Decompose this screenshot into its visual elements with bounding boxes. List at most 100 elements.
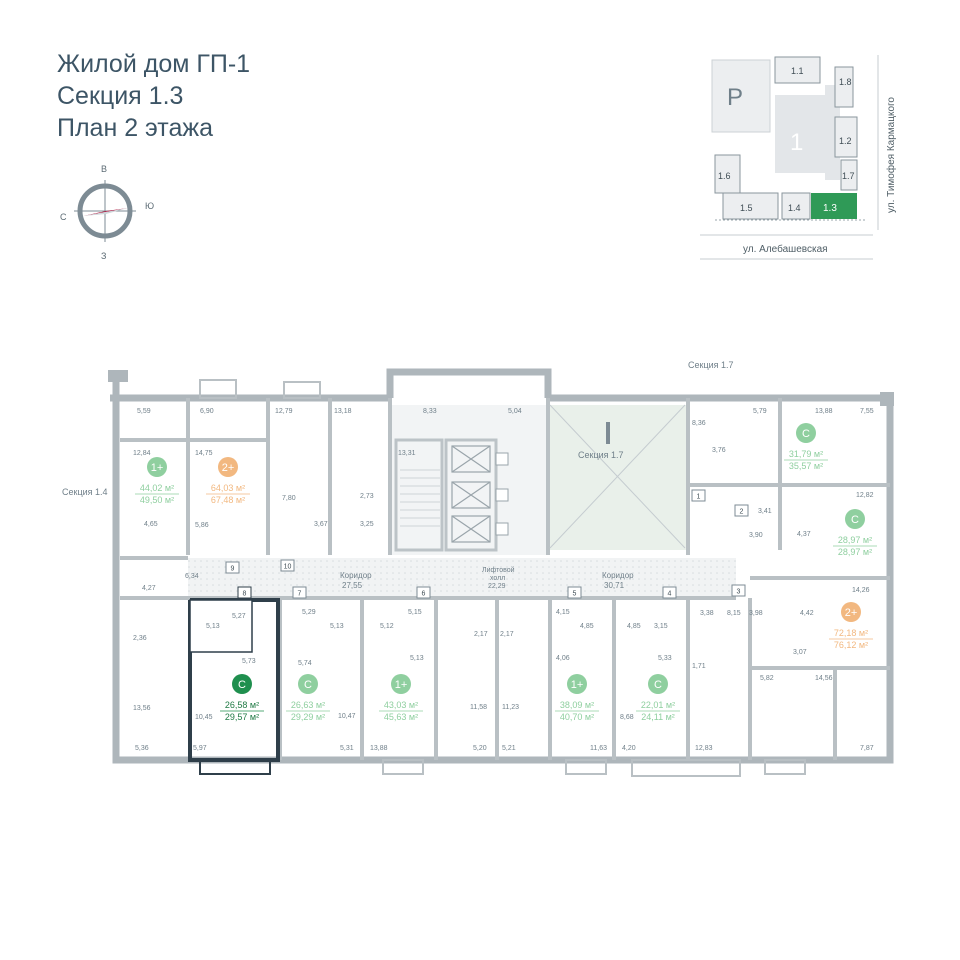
room-area-label: 5,59 [137,408,151,415]
apartment-type-circle [218,457,238,477]
door-number: 6 [422,591,426,598]
room-area-label: 11,63 [590,745,607,752]
apartment-badge[interactable]: С 22,01 м² 24,11 м² [636,674,680,722]
door-number-box [662,586,677,599]
compass-west: С [60,212,67,222]
door-number-box [237,586,252,599]
room-area-label: 14,26 [852,587,870,594]
room-area-label: 13,88 [815,408,833,415]
apartment-type-circle [567,674,587,694]
street-right: ул. Тимофея Кармацкого [885,97,897,213]
apartment-total-area: 24,11 м² [641,712,675,722]
room-area-label: 2,36 [133,635,147,642]
room-area-label: 5,12 [380,623,394,630]
site-section-label: 1.7 [842,171,855,181]
room-area-label: 5,13 [206,623,220,630]
room-area-label: 14,56 [815,675,833,682]
room-area-label: 4,06 [556,655,570,662]
room-area-label: 5,13 [410,655,424,662]
apartment-type-circle [841,602,861,622]
room-area-label: 3,07 [793,649,807,656]
site-section-label: 1.2 [839,136,852,146]
apartment-living-area: 22,01 м² [641,700,675,710]
apartment-type-circle [648,674,668,694]
room-area-label: 5,04 [508,408,522,415]
room-area-label: 5,97 [193,745,207,752]
room-area-label: 3,41 [758,508,772,515]
room-area-label: 10,47 [338,713,356,720]
room-area-label: 2,17 [500,631,514,638]
room-area-label: 12,83 [695,745,713,752]
apartment-total-area: 29,29 м² [291,712,325,722]
building-title: Жилой дом ГП-1 [57,50,251,78]
compass-north: В [101,164,107,174]
highlighted-section[interactable] [811,193,857,219]
floor-title: План 2 этажа [57,114,213,142]
lift-hall-area: 22,29 [488,583,506,590]
apartment-type: 1+ [571,679,584,691]
room-area-label: 3,90 [749,532,763,539]
room-area-label: 5,79 [753,408,767,415]
section-label-left: Секция 1.4 [62,487,108,497]
room-area-label: 11,23 [502,704,519,711]
door-number-box [734,504,749,517]
room-area-label: 5,13 [330,623,344,630]
apartment-total-area: 35,57 м² [789,461,823,471]
elevator-icon [451,445,491,543]
room-area-label: 4,20 [622,745,636,752]
door-number: 7 [298,591,302,598]
door-number: 2 [740,509,744,516]
door-number: 3 [737,589,741,596]
door-number: 8 [243,591,247,598]
apartment-type-circle [232,674,252,694]
room-area-label: 7,87 [860,745,874,752]
room-area-label: 2,73 [360,493,374,500]
apartment-type: С [654,679,662,691]
apartment-living-area: 28,97 м² [838,535,872,545]
door-number-box [416,586,431,599]
room-area-label: 5,15 [408,609,422,616]
corridor-right-name: Коридор [602,571,634,580]
room-area-label: 5,74 [298,660,312,667]
apartment-type-circle [796,423,816,443]
room-area-label: 1,71 [692,663,706,670]
apartment-total-area: 29,57 м² [225,712,259,722]
room-area-label: 2,17 [474,631,488,638]
apartment-total-area: 45,63 м² [384,712,418,722]
apartment-living-area: 44,02 м² [140,483,174,493]
site-section-label: 1.4 [788,203,801,213]
room-area-label: 4,15 [556,609,570,616]
room-area-label: 12,84 [133,450,151,457]
room-area-label: 3,38 [700,610,714,617]
room-area-label: 12,79 [275,408,293,415]
door-number-box [280,559,295,572]
room-area-label: 13,31 [398,450,416,457]
room-area-label: 6,34 [185,573,199,580]
section-label-top: Секция 1.7 [688,360,734,370]
room-area-label: 5,29 [302,609,316,616]
apartment-type-circle [147,457,167,477]
apartment-total-area: 67,48 м² [211,495,245,505]
apartment-total-area: 76,12 м² [834,640,868,650]
room-area-label: 3,67 [314,521,328,528]
room-area-label: 5,20 [473,745,487,752]
room-area-label: 4,65 [144,521,158,528]
room-area-label: 7,55 [860,408,874,415]
room-area-label: 5,31 [340,745,354,752]
section-title: Секция 1.3 [57,82,184,110]
room-area-label: 3,25 [360,521,374,528]
parking-label: Р [727,84,743,111]
site-section-label: 1.3 [823,203,837,214]
apartment-type: 2+ [222,462,235,474]
room-area-label: 5,86 [195,522,209,529]
apartment-type: 1+ [395,679,408,691]
